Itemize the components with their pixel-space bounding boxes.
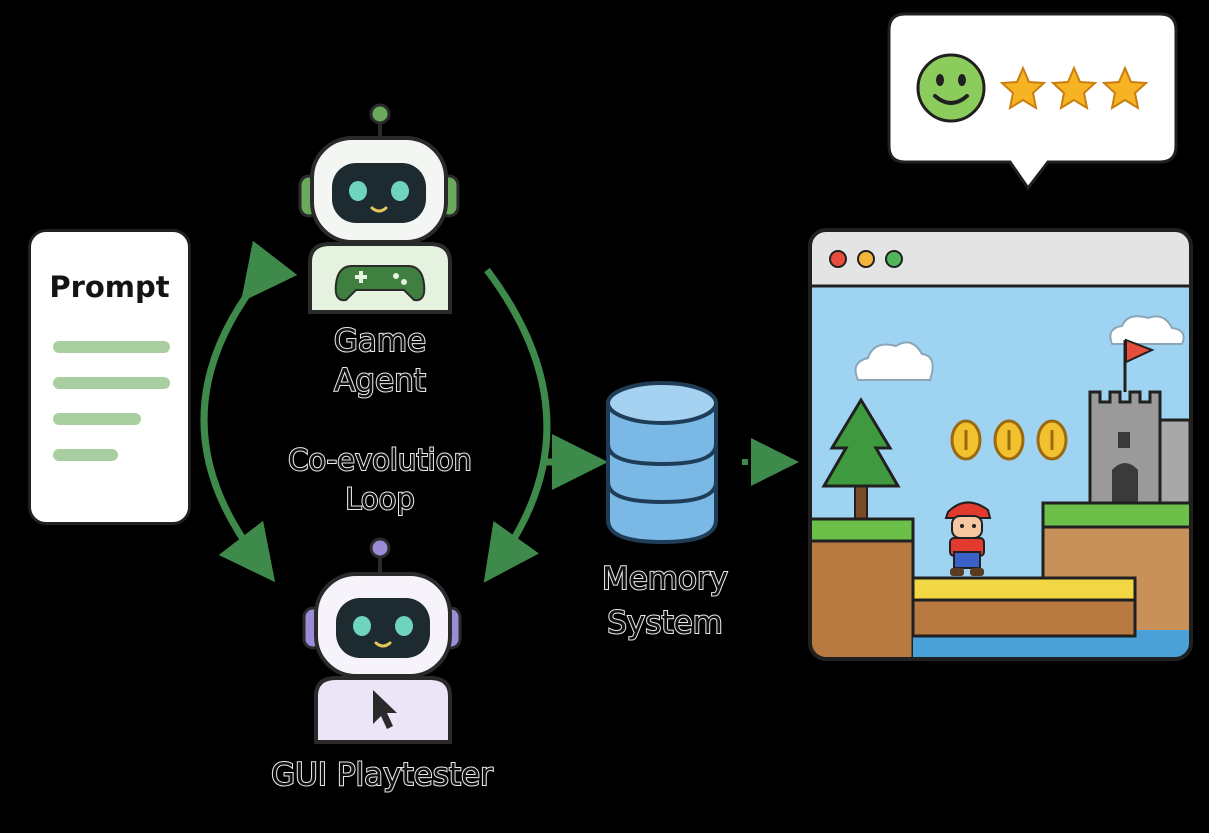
tree: [821, 397, 901, 521]
prompt-text-line: [53, 341, 170, 353]
loop-label-line1: Co-evolution: [287, 442, 473, 478]
playtester-antenna: [369, 537, 391, 559]
loop-label-line2: Loop: [344, 481, 416, 517]
castle: [1088, 338, 1191, 506]
platform-left: [810, 517, 915, 659]
game-agent-robot: [298, 103, 460, 314]
game-agent-face: [332, 163, 426, 223]
memory-label-line1: Memory: [601, 560, 729, 598]
memory-label-line2: System: [606, 604, 724, 642]
star-icon: [1050, 65, 1098, 111]
platform-middle: [911, 576, 1137, 638]
game-agent-label-line1: Game: [333, 322, 427, 360]
prompt-text-line: [53, 377, 170, 389]
game-window: [808, 228, 1193, 661]
prompt-title: Prompt: [49, 270, 170, 304]
prompt-text-line: [53, 413, 141, 425]
cloud-left: [854, 341, 934, 381]
feedback-bubble: [887, 12, 1178, 191]
window-close-button[interactable]: [829, 250, 847, 268]
hero-character: [944, 501, 992, 576]
window-minimize-button[interactable]: [857, 250, 875, 268]
gui-playtester-robot: [302, 537, 462, 744]
smiley-face-icon: [916, 53, 986, 123]
playtester-face: [336, 598, 430, 658]
loop-arrow-right: [483, 267, 551, 583]
game-agent-label-line2: Agent: [333, 362, 427, 400]
star-icon: [999, 65, 1047, 111]
cursor-icon: [373, 690, 397, 729]
prompt-text-line: [53, 449, 118, 461]
cloud-right: [1109, 315, 1185, 345]
prompt-card: Prompt: [28, 229, 191, 525]
co-evolution-arrows: [200, 240, 799, 583]
database-icon: [606, 381, 718, 545]
loop-arrow-left: [200, 240, 298, 583]
window-frame: [808, 228, 1193, 661]
star-icon: [1101, 65, 1149, 111]
game-agent-antenna: [369, 103, 391, 125]
gamepad-icon: [334, 265, 426, 302]
castle-flag: [1125, 338, 1155, 364]
gui-playtester-label: GUI Playtester: [270, 756, 494, 794]
window-maximize-button[interactable]: [885, 250, 903, 268]
